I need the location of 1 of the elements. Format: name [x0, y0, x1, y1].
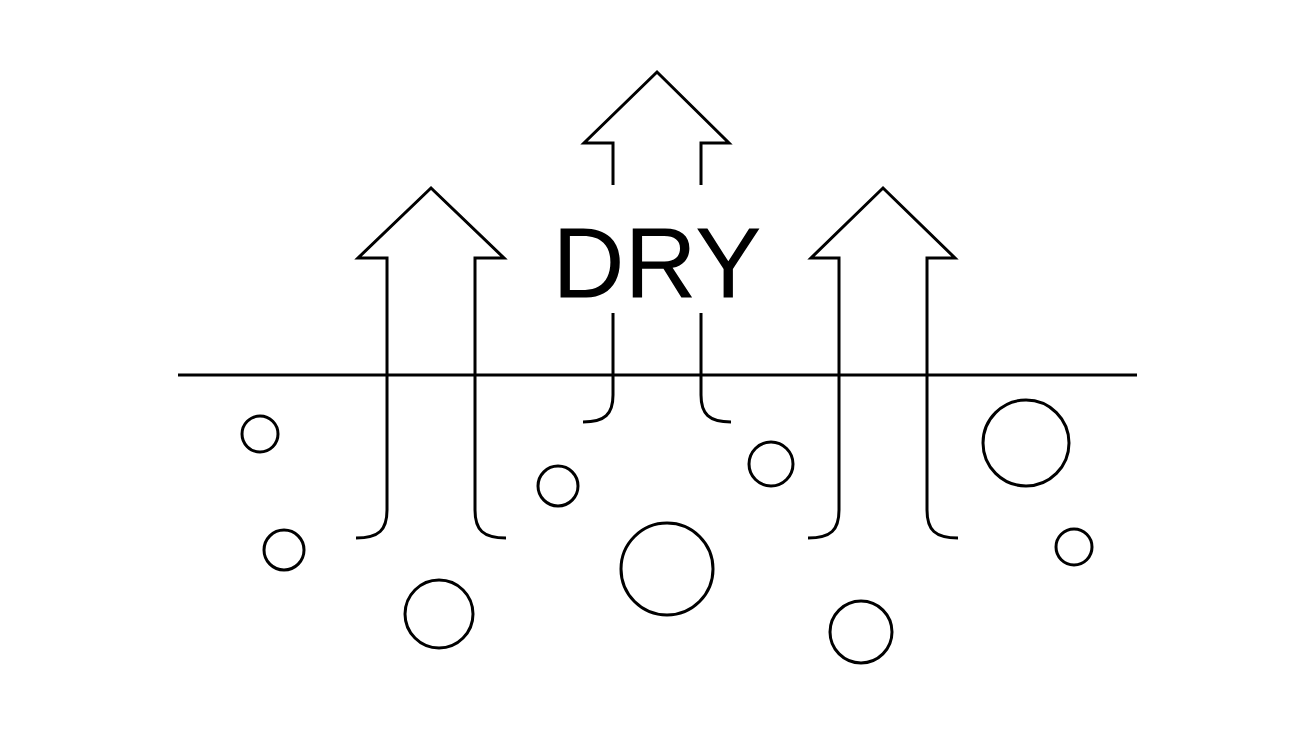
dry-label: DRY	[560, 228, 760, 298]
